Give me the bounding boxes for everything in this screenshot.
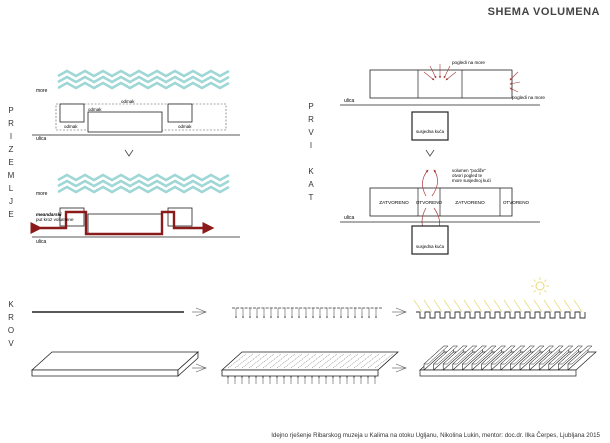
neighbour-house — [411, 111, 449, 141]
label-otvoreno-2: OTVORENO — [503, 200, 530, 205]
first-floor-bottom: ZATVORENO OTVORENO ZATVORENO OTVORENO vo… — [340, 168, 540, 255]
first-floor-top: pogledi na more pogledi na more ulica su… — [340, 60, 545, 141]
label-susjedna-kuca: susjedna kuća — [416, 129, 445, 134]
label-note-3: more susjednoj kući — [452, 178, 491, 183]
volume-middle — [87, 111, 163, 133]
label-note-1: volumen "podiže" — [452, 168, 486, 173]
label-more-2: more — [36, 191, 48, 197]
label-pogledi-2: pogledi na more — [512, 95, 545, 100]
neighbour-house-2 — [411, 225, 449, 255]
volume-middle-2 — [87, 213, 163, 235]
arrow-down-first — [425, 149, 435, 157]
sea-waves — [57, 173, 230, 194]
volume-first-floor-2 — [369, 187, 513, 217]
roof-section — [30, 277, 597, 384]
roof-split-line — [232, 307, 382, 319]
roof-slab-sawtooth — [419, 345, 597, 377]
label-meandar-2: put kroz volumene — [36, 217, 74, 222]
label-meandar-1: meandarski — [36, 212, 62, 217]
sea-waves — [57, 69, 230, 90]
label-odmak-4: odmak — [178, 124, 192, 129]
label-more: more — [36, 88, 48, 94]
label-zatvoreno-2: ZATVORENO — [455, 200, 485, 206]
label-ulica: ulica — [36, 136, 47, 142]
footer-credit: Idejno rješenje Ribarskog muzeja u Kalim… — [271, 432, 600, 439]
meander-path — [30, 210, 215, 236]
view-arrows-top — [423, 64, 521, 93]
label-ulica-ff-2: ulica — [344, 215, 355, 221]
label-ulica-ff: ulica — [344, 98, 355, 104]
page-title: SHEMA VOLUMENA — [487, 6, 600, 18]
label-odmak-3: odmak — [64, 124, 78, 129]
ground-floor-top: more odmak odmak odmak odmak ulica — [32, 69, 240, 142]
label-note-2: otvori pogled te — [452, 173, 483, 178]
roof-sawtooth — [413, 299, 586, 319]
volume-right-2 — [167, 207, 193, 227]
label-odmak-1: odmak — [121, 99, 135, 104]
sun-icon — [531, 277, 549, 295]
label-susjedna-kuca-2: susjedna kuća — [416, 244, 445, 249]
roof-slab-strips — [220, 351, 400, 384]
arrow-down-ground — [124, 149, 134, 157]
label-zatvoreno-1: ZATVORENO — [379, 200, 409, 206]
ground-floor-bottom: more meandarski put kroz volumene ulica — [30, 173, 240, 245]
label-otvoreno-1: OTVORENO — [416, 200, 443, 205]
label-pogledi-1: pogledi na more — [452, 60, 485, 65]
roof-slab-flat — [30, 351, 200, 377]
volume-first-floor — [369, 69, 513, 99]
label-ulica-2: ulica — [36, 239, 47, 245]
volume-left — [59, 103, 85, 123]
volume-right — [167, 103, 193, 123]
label-odmak-2: odmak — [88, 107, 102, 112]
